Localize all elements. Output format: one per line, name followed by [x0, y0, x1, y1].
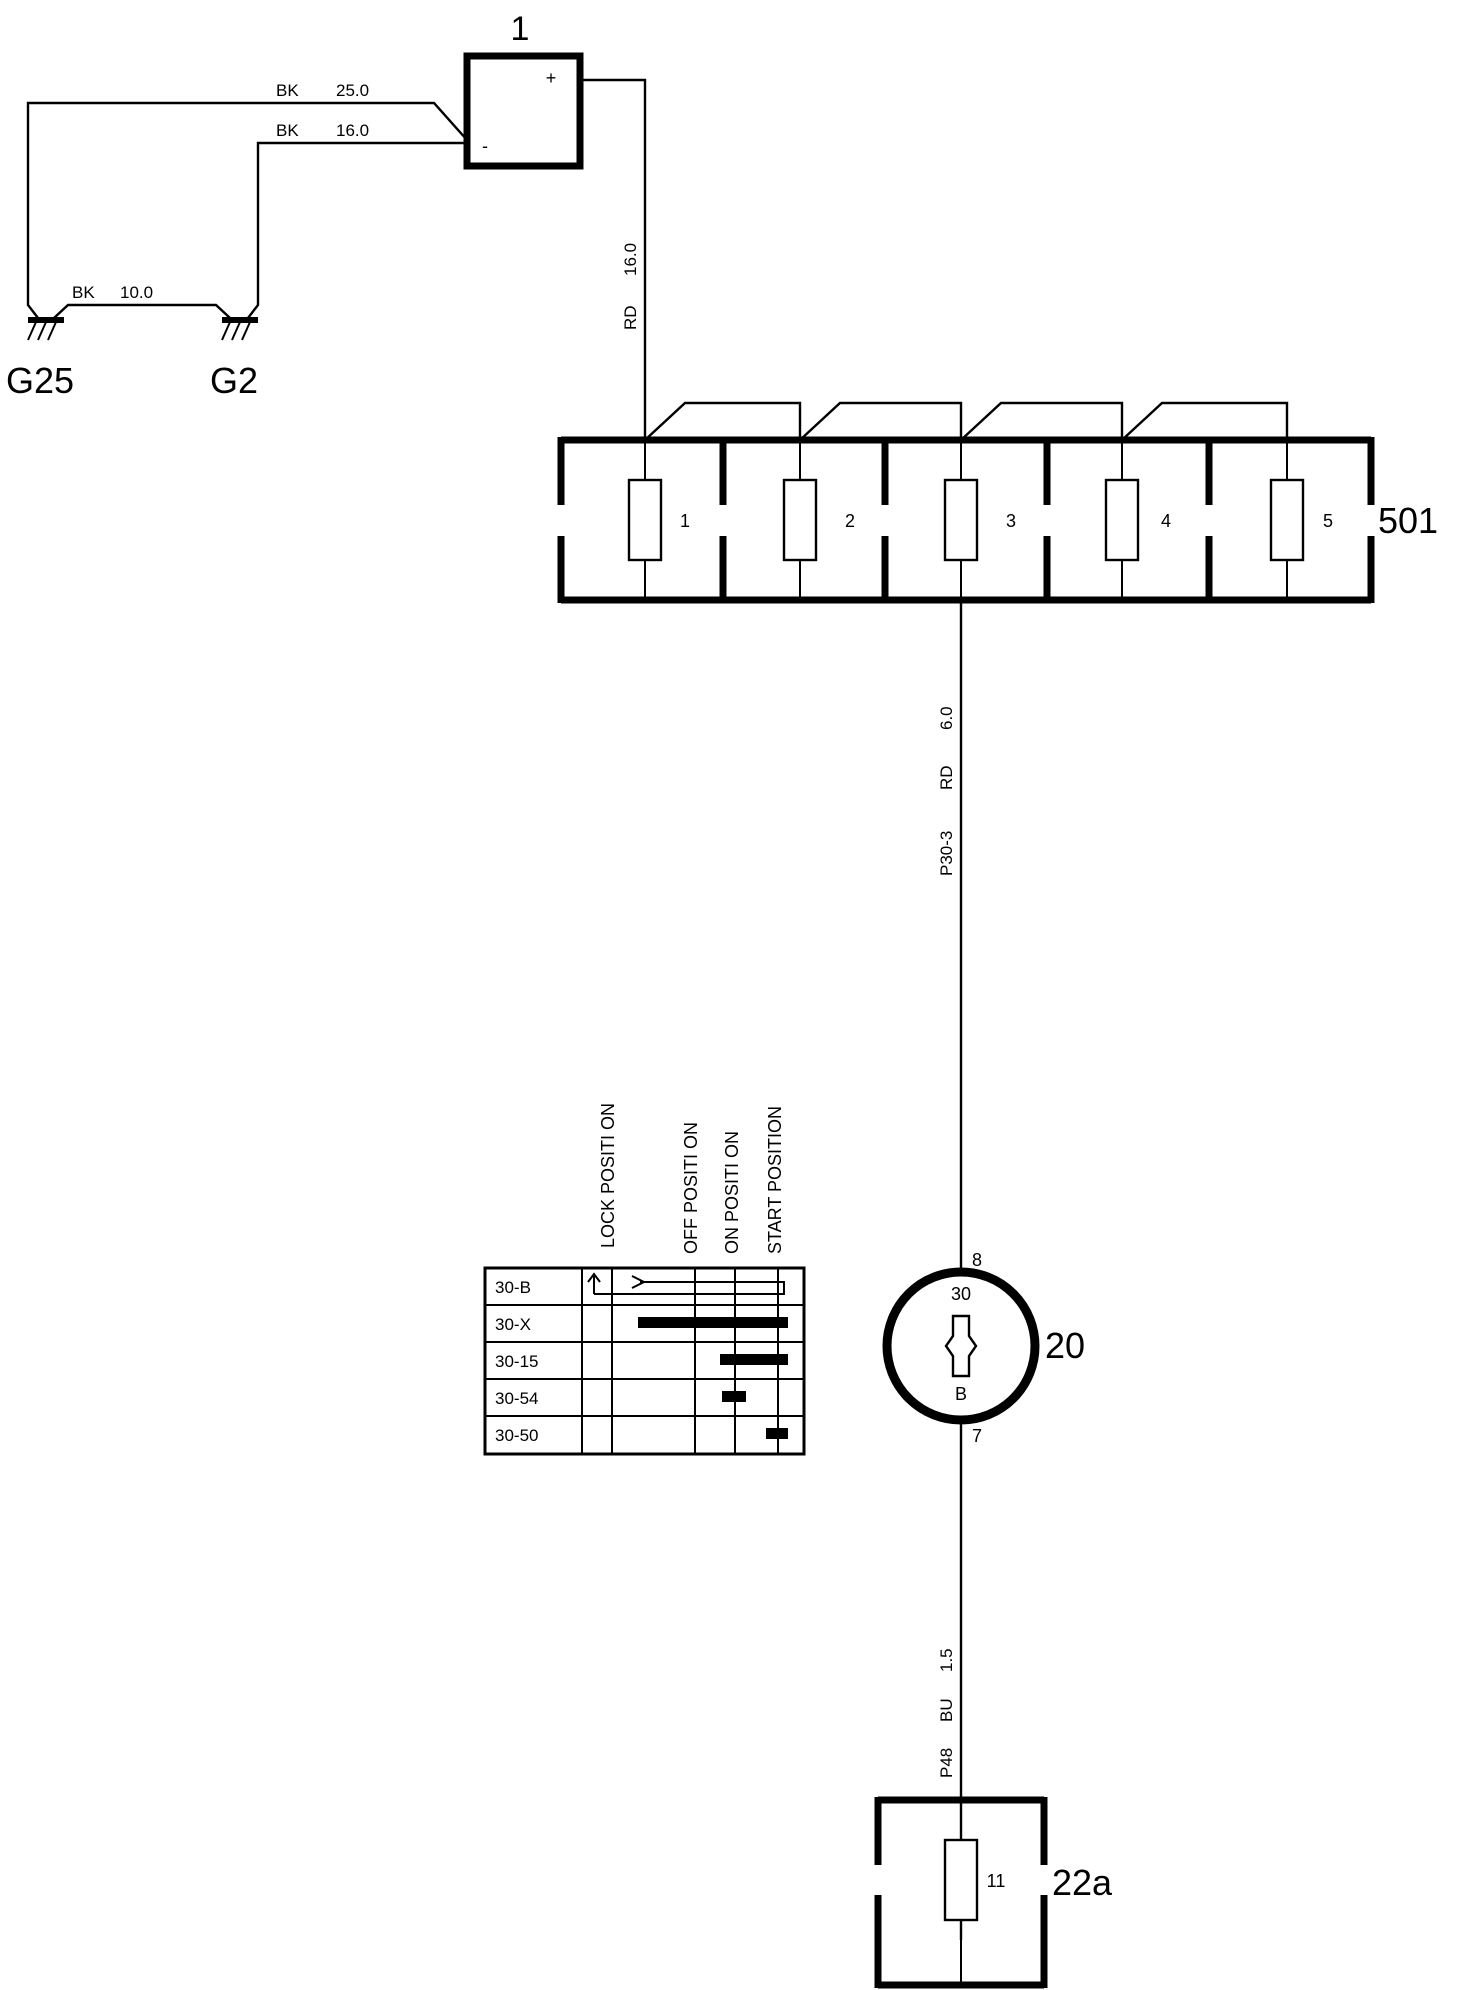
wire-p30-3: P30-3 RD 6.0: [937, 600, 963, 1270]
fuse-1: [627, 478, 663, 562]
wire-rd-16-size: 16.0: [621, 243, 640, 276]
wire-bk-10: [53, 303, 231, 319]
wire-bk-16-color: BK: [276, 121, 299, 140]
wire-bk-25-color: BK: [276, 81, 299, 100]
contact-30-x: [638, 1317, 788, 1328]
position-off: OFF POSITI ON: [681, 1122, 701, 1254]
wire-bk-16: [247, 141, 467, 319]
fusebox-501: 1 2 3 4 5 501: [557, 401, 1438, 604]
ignition-label: 20: [1045, 1325, 1085, 1366]
contact-30-15: [720, 1354, 788, 1365]
fuse-4: [1104, 478, 1140, 562]
ignition-term-bottom: B: [955, 1384, 967, 1404]
position-start: START POSITION: [765, 1106, 785, 1254]
fuse-3: [943, 478, 979, 562]
switch-position-table: LOCK POSITI ON OFF POSITI ON ON POSITI O…: [483, 1103, 806, 1456]
fuse-3-label: 3: [1006, 511, 1016, 531]
fusebox-22a-label: 22a: [1052, 1862, 1113, 1903]
position-on: ON POSITI ON: [722, 1131, 742, 1254]
wire-p48-circuit: P48: [937, 1748, 956, 1778]
fuse-1-label: 1: [680, 511, 690, 531]
wire-bk-16-size: 16.0: [336, 121, 369, 140]
wire-p30-3-circuit: P30-3: [937, 831, 956, 876]
fuse-4-label: 4: [1161, 511, 1171, 531]
fuse-11: [943, 1838, 979, 1922]
ground-g2: G2: [210, 317, 258, 401]
contact-30-54: [722, 1391, 746, 1402]
wire-bk-10-color: BK: [72, 283, 95, 302]
wire-bk-25-size: 25.0: [336, 81, 369, 100]
wire-rd-16-color: RD: [621, 305, 640, 330]
fuse-11-label: 11: [987, 1871, 1006, 1891]
ground-g25-label: G25: [6, 360, 74, 401]
key-insert-marker: [587, 1272, 785, 1295]
row-30-b: 30-B: [495, 1278, 531, 1297]
wire-rd-16: RD 16.0: [580, 78, 647, 440]
key-icon: [944, 1314, 978, 1378]
ignition-pin-in: 8: [972, 1250, 982, 1270]
ignition-pin-out: 7: [972, 1426, 982, 1446]
ignition-switch-20: 8 30 B 7 20: [882, 1250, 1085, 1446]
fuse-5: [1269, 478, 1305, 562]
ground-g25: G25: [6, 317, 74, 401]
wire-p30-3-color: RD: [937, 765, 956, 790]
battery-minus-terminal: -: [482, 136, 488, 156]
battery: 1 + -: [463, 10, 584, 170]
fusebox-22a: 11 22a: [874, 1796, 1113, 1989]
wire-p30-3-size: 6.0: [937, 706, 956, 730]
wire-p48-size: 1.5: [937, 1648, 956, 1672]
position-lock: LOCK POSITI ON: [598, 1103, 618, 1248]
row-30-54: 30-54: [495, 1389, 538, 1408]
row-30-x: 30-X: [495, 1315, 531, 1334]
fusebox-label: 501: [1378, 500, 1438, 541]
battery-plus-terminal: +: [546, 68, 557, 88]
row-30-15: 30-15: [495, 1352, 538, 1371]
wire-bk-10-size: 10.0: [120, 283, 153, 302]
fuse-2-label: 2: [845, 511, 855, 531]
wire-p48-color: BU: [937, 1698, 956, 1722]
contact-30-50: [766, 1428, 788, 1439]
fuse-2: [782, 478, 818, 562]
battery-label: 1: [511, 10, 530, 48]
ground-g2-label: G2: [210, 360, 258, 401]
row-30-50: 30-50: [495, 1426, 538, 1445]
wire-bk-25: [26, 101, 468, 319]
ignition-term-top: 30: [951, 1284, 971, 1304]
battery-box: [463, 52, 584, 170]
ground-wiring: BK 25.0 BK 16.0 BK 10.0: [26, 81, 468, 319]
fuse-5-label: 5: [1323, 511, 1333, 531]
